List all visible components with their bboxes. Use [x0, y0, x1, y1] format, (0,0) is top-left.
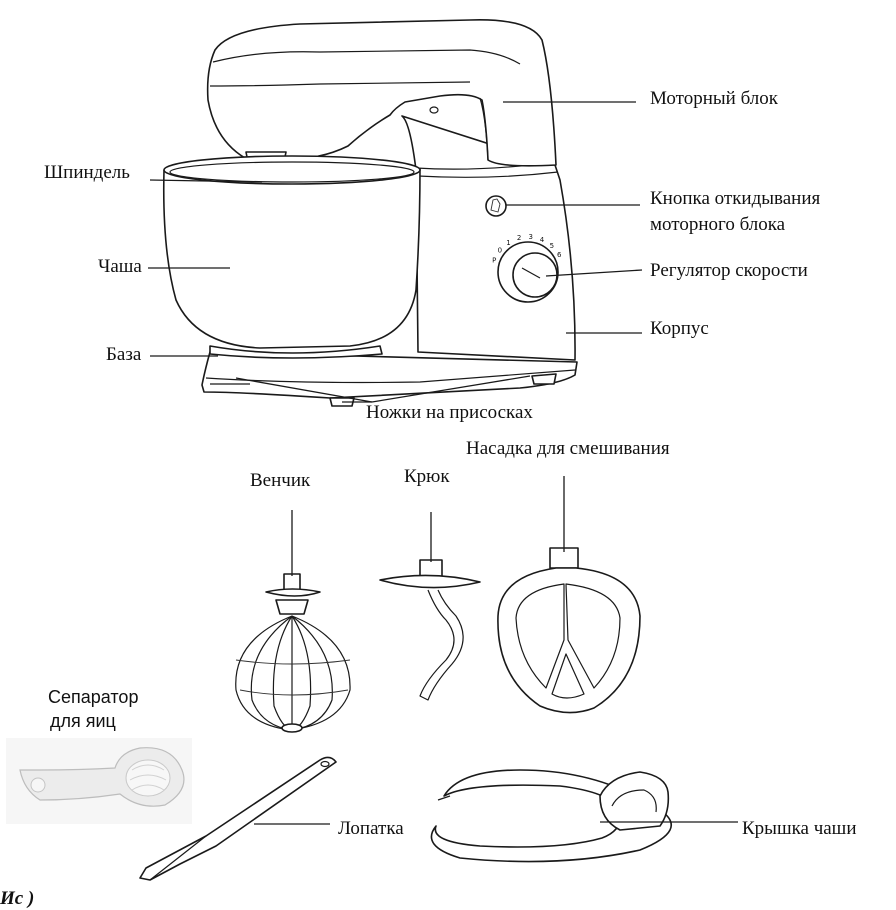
label-housing: Корпус	[650, 318, 709, 340]
bowl	[164, 156, 420, 358]
label-base: База	[106, 344, 141, 366]
whisk-illustration	[236, 574, 350, 732]
hook-illustration	[380, 560, 480, 700]
dial-mark: 0	[498, 247, 502, 255]
motor-head	[208, 20, 556, 166]
label-bowl: Чаша	[98, 256, 142, 278]
label-motor-block: Моторный блок	[650, 88, 778, 110]
egg-separator-illustration	[6, 738, 192, 824]
dial-mark: 6	[557, 251, 562, 259]
label-egg-separator-line1: Сепаратор	[48, 686, 138, 708]
label-partial-text: Ис )	[0, 888, 34, 910]
dial-mark: P	[492, 257, 496, 265]
label-spatula: Лопатка	[338, 818, 404, 840]
label-hook: Крюк	[404, 466, 450, 488]
label-tilt-button-line2: моторного блока	[650, 214, 785, 236]
label-egg-separator-line2: для яиц	[50, 710, 116, 732]
bowl-lid-illustration	[431, 770, 671, 862]
suction-foot-right	[532, 374, 556, 384]
stand-mixer-illustration: P0123456	[164, 20, 577, 406]
dial-mark: 5	[550, 242, 554, 250]
mixer-base-plate	[202, 352, 577, 398]
label-bowl-lid: Крышка чаши	[742, 818, 856, 840]
label-tilt-button-line1: Кнопка откидывания	[650, 188, 820, 210]
dial-mark: 1	[506, 239, 510, 247]
label-suction-feet: Ножки на присосках	[366, 402, 533, 424]
label-whisk: Венчик	[250, 470, 310, 492]
label-spindle: Шпиндель	[44, 162, 130, 184]
dial-mark: 4	[540, 236, 545, 244]
dial-mark: 3	[528, 233, 532, 241]
flat-beater-illustration	[498, 548, 640, 713]
label-speed-regulator: Регулятор скорости	[650, 260, 808, 282]
label-mixing-attachment: Насадка для смешивания	[466, 438, 670, 460]
dial-mark: 2	[517, 234, 521, 242]
